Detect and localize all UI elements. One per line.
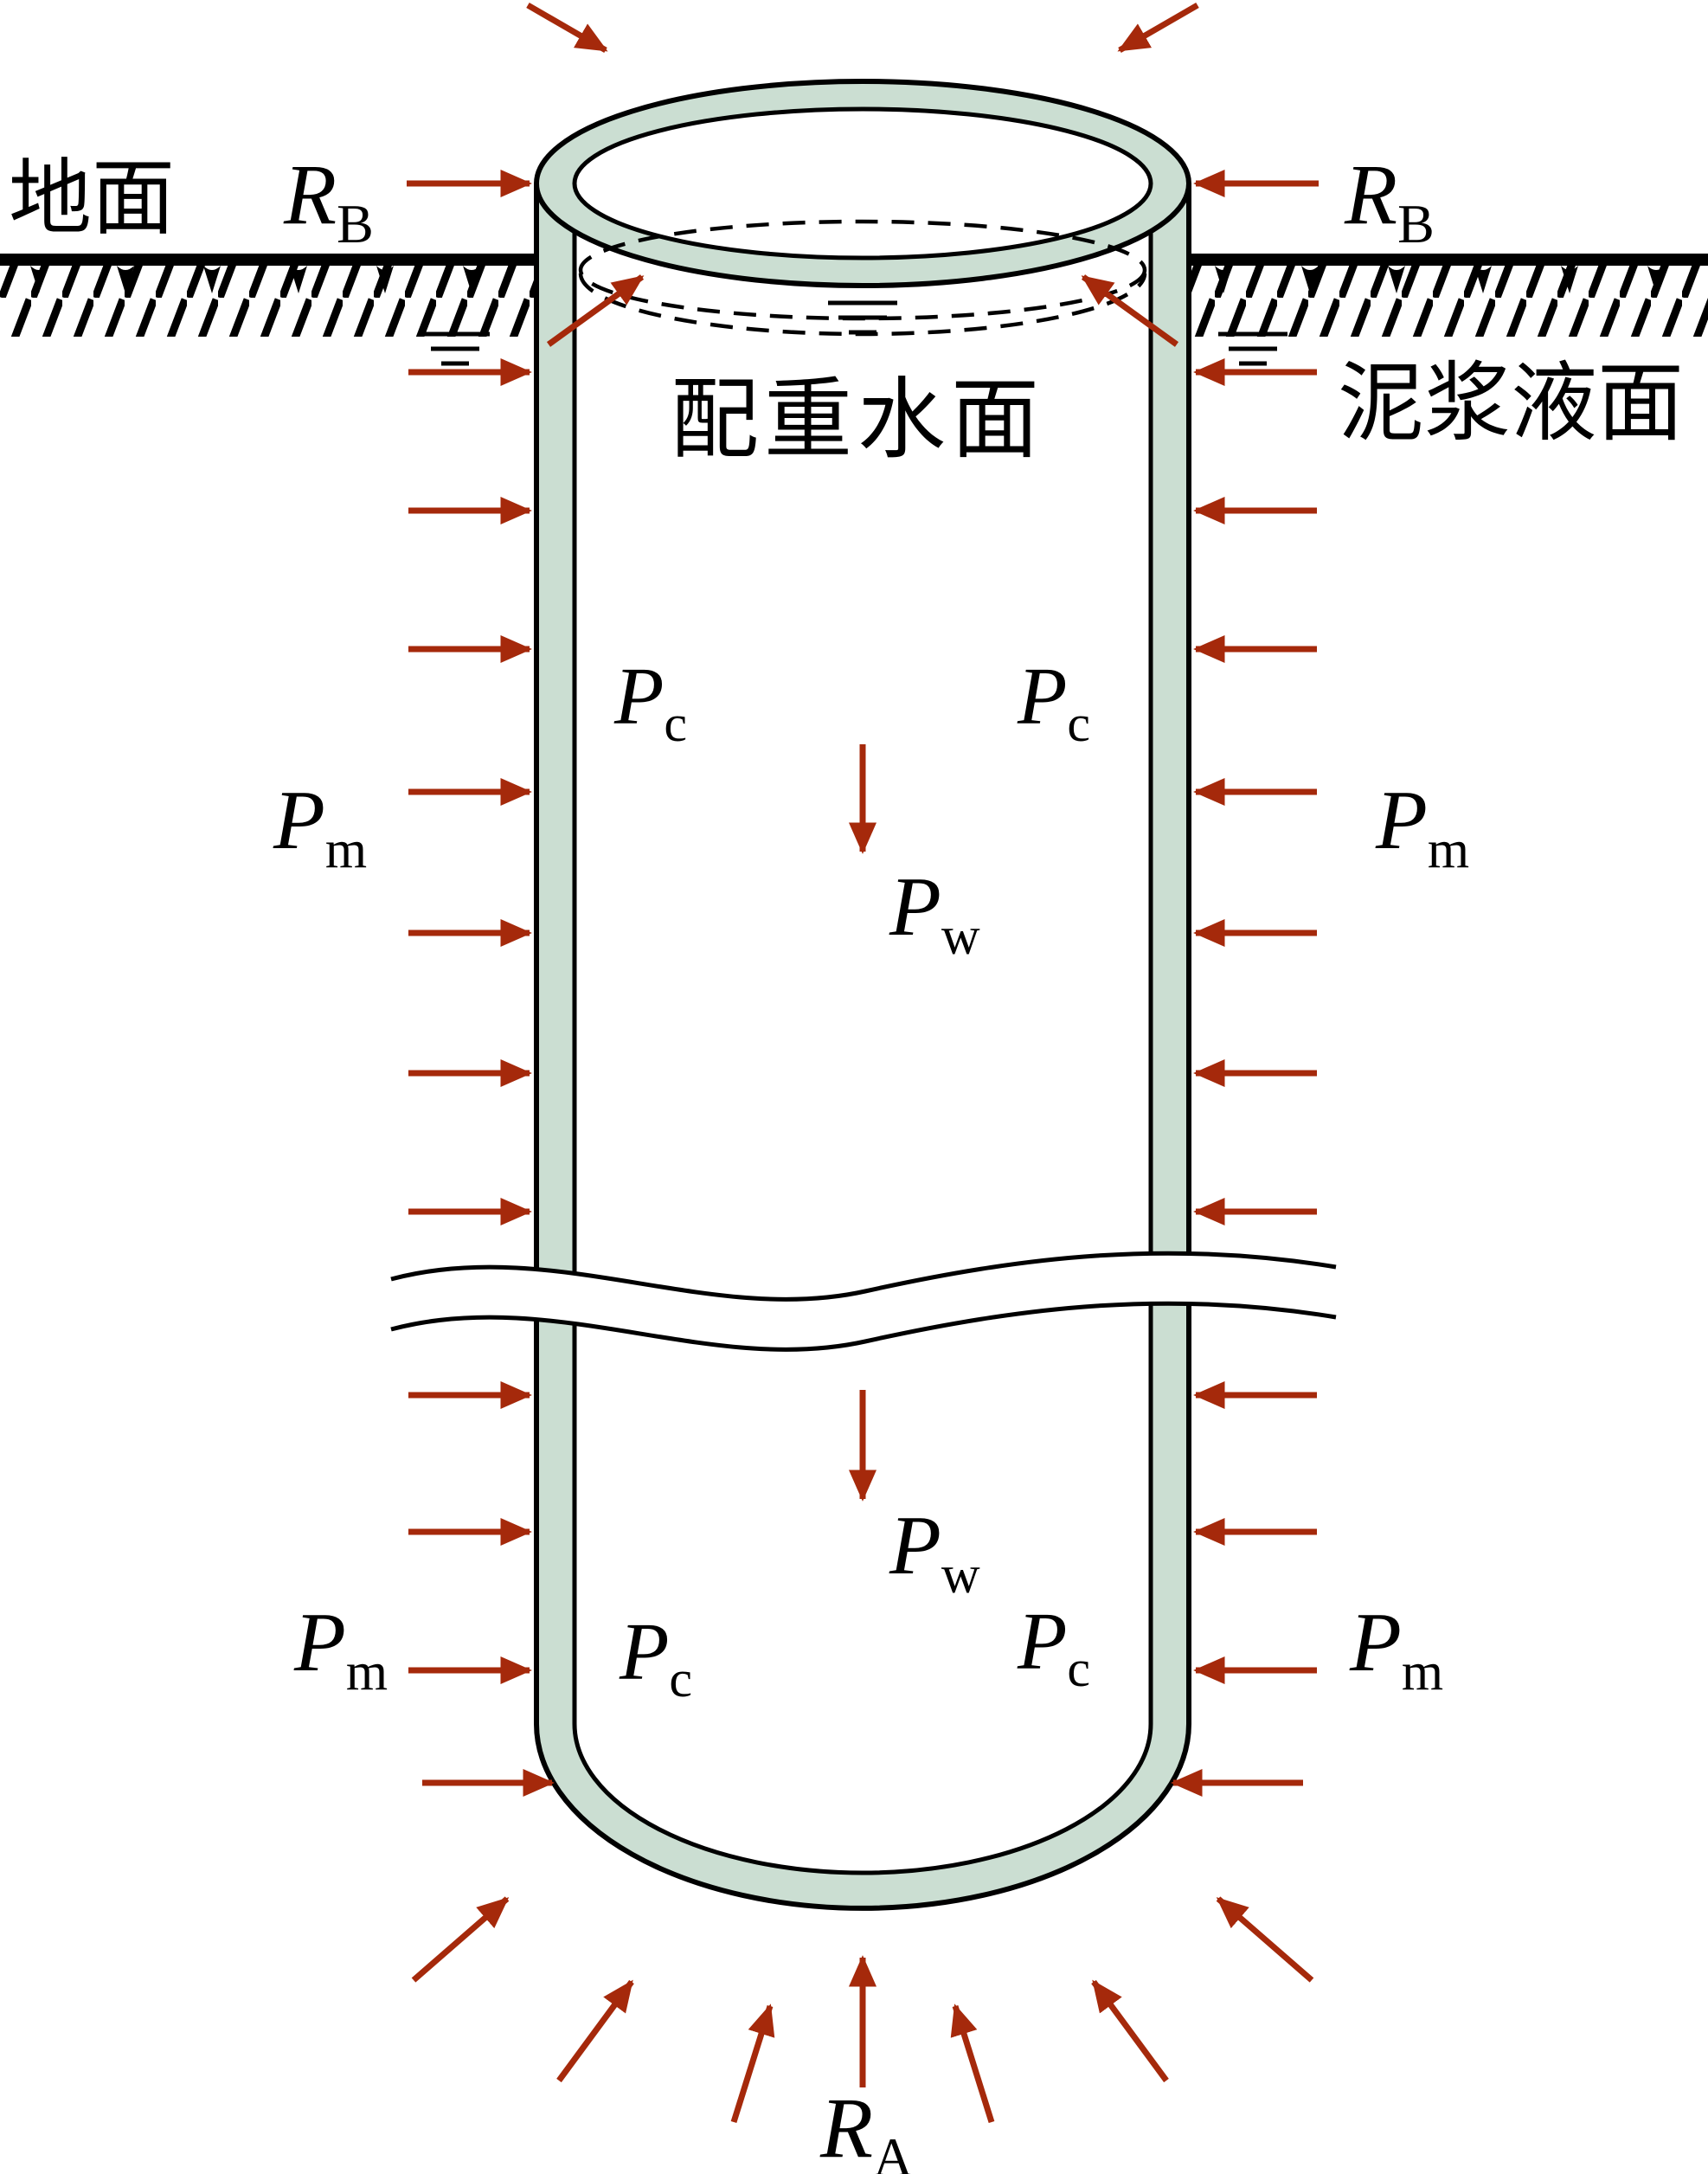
slurry-level-label: 泥浆液面: [1338, 356, 1684, 452]
pm-label-lower-right: Pm: [1349, 1596, 1443, 1701]
caisson: [421, 79, 1287, 1911]
water-level-symbol-inside: [828, 300, 897, 335]
lateral-pressure-arrows-right: [1171, 357, 1317, 1798]
reaction-arrow: [411, 1896, 510, 1983]
ground-surface-label: 地面: [9, 152, 175, 245]
hatch-area: [1189, 266, 1708, 337]
break-wave-bottom: [390, 1301, 1337, 1352]
break-wave-top: [390, 1251, 1337, 1302]
rim-inner-edge: [572, 106, 1153, 260]
ra-label: RA: [819, 2080, 913, 2174]
pm-label-lower-left: Pm: [293, 1596, 388, 1701]
force-arrows: [407, 2, 1319, 2124]
pc-label-upper-right: Pc: [1017, 652, 1090, 752]
slurry-level-symbol-left: [421, 331, 490, 366]
bottom-reaction-arrows: [411, 1896, 1314, 2124]
reaction-arrow: [556, 1979, 634, 2083]
outer-bottom-arc: [534, 1723, 1191, 1911]
rim-top-force-arrow: [1117, 2, 1199, 54]
reaction-arrow: [1091, 1979, 1169, 2083]
counterweight-water-label: 配重水面: [671, 372, 1044, 470]
rim-under-force-arrow: [546, 274, 645, 347]
rim-outer-edge: [534, 79, 1191, 288]
slurry-level-symbol-right: [1218, 331, 1287, 366]
break-band: [390, 1251, 1337, 1352]
pc-label-lower-left: Pc: [619, 1607, 692, 1708]
rim-top-force-arrow: [526, 2, 608, 54]
break-band-fill: [391, 1253, 1336, 1350]
ground-hatch-left: [0, 254, 536, 337]
ground-hatch-right: [1189, 254, 1708, 337]
reaction-arrow: [950, 2004, 995, 2124]
reaction-arrow: [1216, 1896, 1314, 1983]
pc-label-upper-left: Pc: [613, 652, 687, 752]
hatch-area: [0, 266, 536, 337]
pm-label-upper-left: Pm: [273, 774, 367, 879]
lateral-pressure-arrows-left: [408, 357, 555, 1798]
pw-label-upper: Pw: [889, 860, 980, 966]
pw-label-lower: Pw: [889, 1499, 980, 1605]
pm-label-upper-right: Pm: [1375, 774, 1469, 879]
rb-label-left: RB: [283, 146, 374, 254]
rim-under-force-arrow: [1081, 274, 1179, 347]
reaction-arrow: [730, 2004, 775, 2124]
labels: 地面 RB RB 配重水面 泥浆液面 Pc Pc Pm Pm Pw Pw Pc: [9, 146, 1684, 2174]
rb-label-right: RB: [1344, 146, 1435, 254]
pc-label-lower-right: Pc: [1017, 1597, 1090, 1697]
inner-bottom-arc: [572, 1723, 1153, 1875]
